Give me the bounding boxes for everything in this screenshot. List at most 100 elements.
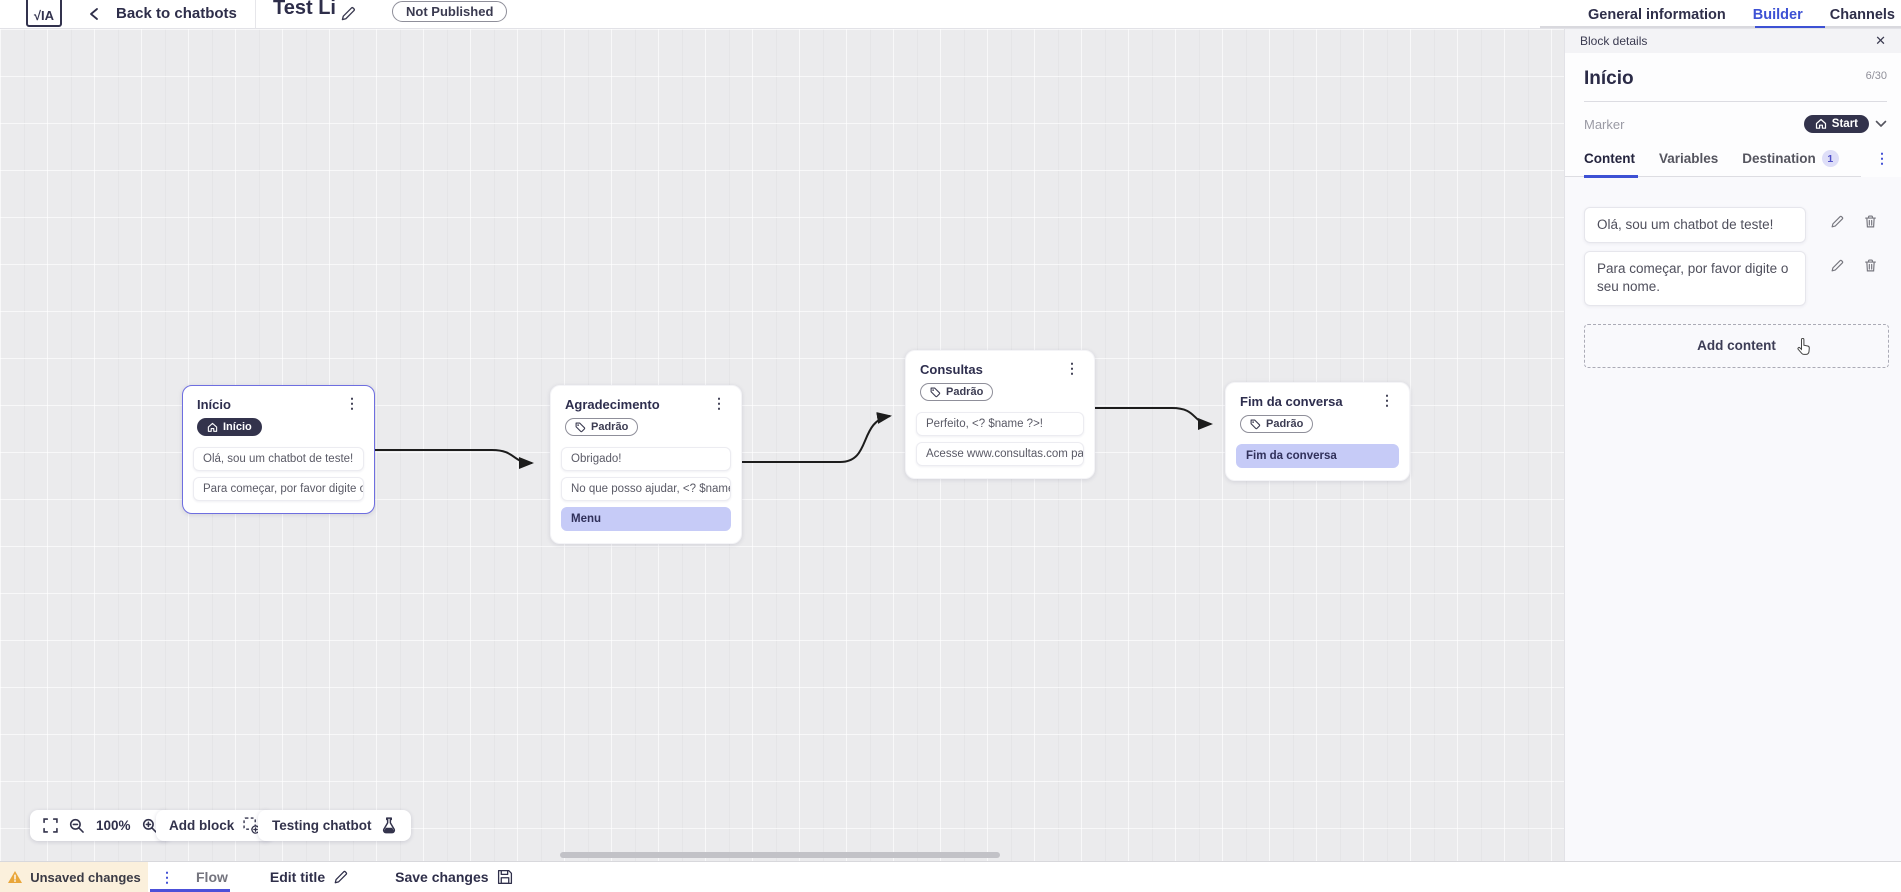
edit-content-icon[interactable]	[1830, 258, 1845, 273]
app-logo[interactable]: √IA	[26, 0, 62, 27]
marker-value-label: Start	[1831, 118, 1858, 130]
node-title: Consultas	[920, 362, 983, 377]
bottombar-menu-icon[interactable]: ⋮	[160, 868, 174, 885]
add-block-icon	[243, 817, 261, 834]
active-tab-underline	[150, 889, 230, 892]
tab-general-information[interactable]: General information	[1588, 6, 1726, 23]
edge-agradecimento-consultas	[742, 412, 892, 463]
zoom-out-icon[interactable]	[69, 818, 85, 834]
chatbot-title: Test Li	[273, 0, 336, 19]
panel-title: Block details	[1580, 34, 1648, 48]
tab-variables[interactable]: Variables	[1659, 151, 1719, 166]
save-changes-button[interactable]: Save changes	[395, 869, 512, 885]
warning-icon	[8, 871, 23, 883]
edit-title-pencil-icon[interactable]	[340, 5, 357, 22]
save-icon	[497, 869, 512, 885]
content-item-row: Olá, sou um chatbot de teste!	[1584, 207, 1901, 244]
content-text-card[interactable]: Para começar, por favor digite o seu nom…	[1584, 251, 1806, 306]
block-details-panel: Block details ✕ Início 6/30 Marker Start…	[1564, 29, 1901, 861]
node-menu-icon[interactable]: ⋮	[345, 395, 359, 411]
flow-node-agradecimento[interactable]: Agradecimento ⋮ Padrão Obrigado! No que …	[550, 385, 742, 544]
marker-dropdown[interactable]: Start	[1803, 115, 1887, 133]
home-icon	[1815, 118, 1826, 129]
content-tab-panel: Olá, sou um chatbot de teste! Para começ…	[1565, 177, 1901, 861]
tab-channels[interactable]: Channels	[1829, 6, 1895, 23]
node-title: Início	[197, 397, 231, 412]
node-end-item[interactable]: Fim da conversa	[1236, 443, 1399, 468]
marker-badge: Padrão	[1240, 415, 1314, 433]
tag-icon	[930, 387, 941, 397]
unsaved-changes-label: Unsaved changes	[30, 869, 141, 885]
marker-badge: Padrão	[920, 383, 994, 401]
tag-icon	[1250, 419, 1261, 429]
unsaved-changes-status: Unsaved changes	[0, 862, 148, 892]
save-changes-label: Save changes	[395, 869, 489, 885]
content-text-card[interactable]: Olá, sou um chatbot de teste!	[1584, 207, 1806, 244]
node-content-item[interactable]: Olá, sou um chatbot de teste!	[193, 446, 364, 471]
block-name-input[interactable]: Início	[1584, 68, 1634, 89]
zoom-controls: 100%	[30, 810, 171, 841]
node-menu-icon[interactable]: ⋮	[1380, 392, 1394, 408]
panel-menu-icon[interactable]: ⋮	[1875, 150, 1889, 166]
back-to-chatbots-link[interactable]: Back to chatbots	[116, 5, 237, 22]
marker-badge: Padrão	[565, 418, 639, 436]
tab-flow[interactable]: Flow	[196, 869, 228, 885]
tab-destination[interactable]: Destination 1	[1742, 150, 1839, 167]
node-title: Agradecimento	[565, 397, 660, 412]
char-counter: 6/30	[1865, 70, 1887, 82]
top-bar: √IA Back to chatbots Test Li Not Publish…	[0, 0, 1901, 29]
start-marker-badge: Início	[197, 418, 262, 436]
zoom-level: 100%	[96, 818, 131, 833]
bottom-bar: Unsaved changes ⋮ Flow Edit title Save c…	[0, 861, 1901, 892]
delete-content-icon[interactable]	[1863, 258, 1878, 273]
panel-tabs: Content Variables Destination 1 ⋮	[1565, 150, 1901, 178]
flow-canvas[interactable]: Início ⋮ Início Olá, sou um chatbot de t…	[0, 29, 1564, 861]
node-content-item[interactable]: Obrigado!	[561, 446, 731, 471]
add-block-label: Add block	[169, 818, 235, 833]
tab-content[interactable]: Content	[1584, 151, 1635, 166]
content-item-row: Para começar, por favor digite o seu nom…	[1584, 251, 1901, 306]
testing-chatbot-button[interactable]: Testing chatbot	[258, 810, 411, 841]
testing-chatbot-label: Testing chatbot	[272, 818, 372, 833]
topbar-tabs: General information Builder Channels	[1588, 0, 1895, 28]
tabs-divider-line	[1540, 26, 1901, 28]
edit-title-button[interactable]: Edit title	[270, 869, 349, 885]
node-content-item[interactable]: Acesse www.consultas.com par...	[916, 441, 1084, 466]
node-menu-item[interactable]: Menu	[561, 506, 731, 531]
topbar-divider	[255, 0, 256, 28]
close-icon[interactable]: ✕	[1875, 33, 1886, 48]
badge-label: Padrão	[946, 386, 984, 398]
add-content-button[interactable]: Add content	[1584, 323, 1889, 368]
edit-title-label: Edit title	[269, 869, 326, 885]
node-content-item[interactable]: Para começar, por favor digite o ...	[193, 476, 364, 501]
node-menu-icon[interactable]: ⋮	[1065, 360, 1079, 376]
edit-content-icon[interactable]	[1830, 214, 1845, 229]
destination-count-badge: 1	[1821, 150, 1839, 167]
tab-destination-label: Destination	[1742, 151, 1816, 166]
zoom-in-icon[interactable]	[142, 818, 158, 834]
node-content-item[interactable]: No que posso ajudar, <? $name ...	[561, 476, 731, 501]
active-tab-underline	[1584, 175, 1638, 178]
delete-content-icon[interactable]	[1863, 214, 1878, 229]
edge-inicio-agradecimento	[375, 449, 534, 469]
node-content-item[interactable]: Perfeito, <? $name ?>!	[916, 411, 1084, 436]
edge-consultas-fim	[1095, 407, 1213, 430]
active-tab-underline	[1755, 26, 1825, 28]
canvas-horizontal-scrollbar[interactable]	[560, 852, 1000, 858]
flask-icon	[381, 817, 397, 834]
flow-node-fim-da-conversa[interactable]: Fim da conversa ⋮ Padrão Fim da conversa	[1225, 382, 1410, 481]
chevron-down-icon	[1875, 120, 1887, 128]
app-logo-text: √IA	[33, 8, 55, 23]
node-title: Fim da conversa	[1240, 394, 1343, 409]
node-menu-icon[interactable]: ⋮	[712, 395, 726, 411]
flow-node-consultas[interactable]: Consultas ⋮ Padrão Perfeito, <? $name ?>…	[905, 350, 1095, 479]
tag-icon	[575, 422, 586, 432]
add-block-button[interactable]: Add block	[156, 810, 274, 841]
fullscreen-icon[interactable]	[43, 818, 58, 833]
flow-node-inicio[interactable]: Início ⋮ Início Olá, sou um chatbot de t…	[182, 385, 375, 514]
back-chevron-icon[interactable]	[88, 7, 100, 21]
badge-label: Padrão	[1266, 418, 1304, 430]
pencil-icon	[334, 870, 348, 884]
tab-builder[interactable]: Builder	[1752, 6, 1803, 23]
badge-label: Padrão	[591, 421, 629, 433]
